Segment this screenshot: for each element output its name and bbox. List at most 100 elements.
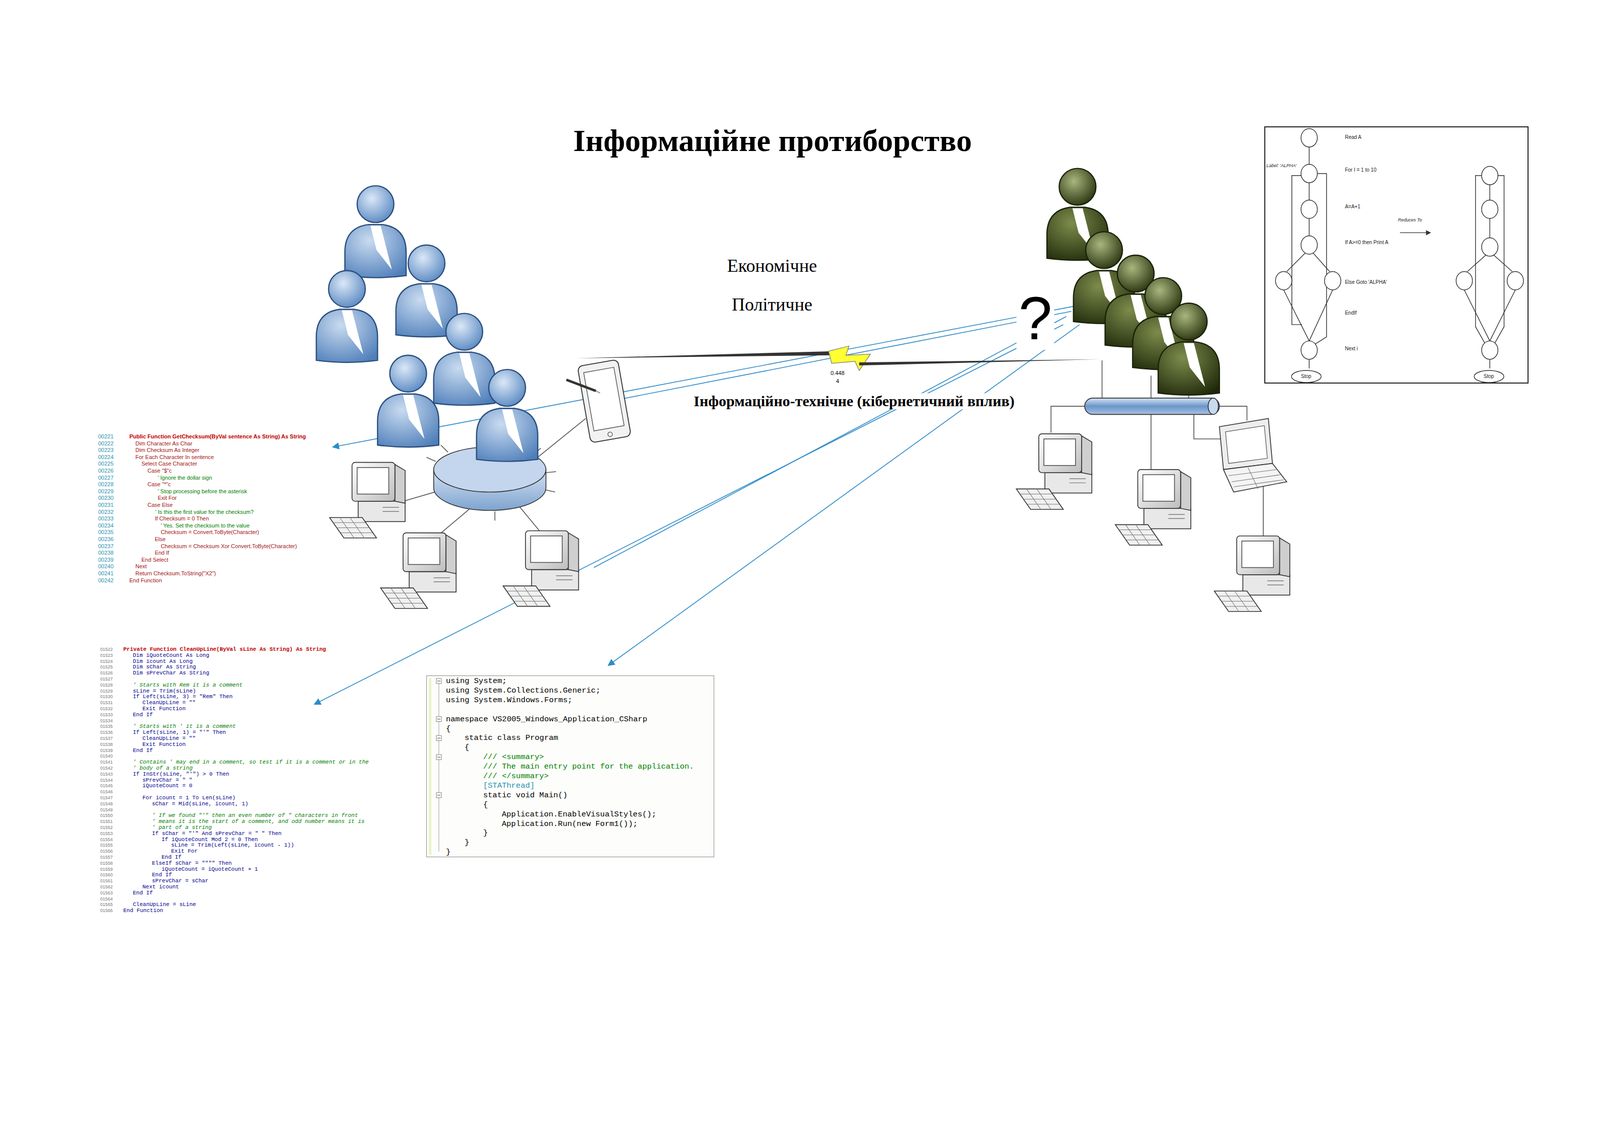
code-line: Next icount [142, 884, 180, 891]
flowchart-drawing-part-part [1494, 175, 1504, 344]
code-line: Dim Checksum As Integer [135, 447, 200, 454]
line-number: 01546 [100, 789, 113, 795]
change-bar [428, 677, 432, 855]
code-line: If sChar = "'" And sPrevChar = " " Then [151, 830, 282, 837]
line-number: 01533 [100, 712, 113, 718]
flowchart-drawing-part-part [1309, 289, 1333, 341]
code-panel: using System;using System.Collections.Ge… [426, 675, 715, 858]
flowchart-drawing-part-part [1489, 289, 1516, 341]
code-line: ' Starts with ' it is a comment [132, 724, 237, 731]
flowchart-drawing-part-part [1308, 359, 1310, 369]
code-line: sChar = Mid(sLine, icount, 1) [151, 801, 249, 808]
flowchart-drawing-part-part [1291, 175, 1303, 325]
left-network-part-part [426, 457, 436, 462]
flowchart-drawing-part-part [1308, 182, 1310, 200]
code-line: Private Function CleanUpLine(ByVal sLine… [123, 646, 327, 653]
flowchart-drawing-part-part [1467, 255, 1486, 272]
attack-lines-part [314, 324, 1063, 705]
right-network-part-part [1219, 418, 1273, 470]
question-mark: ? [1016, 286, 1055, 350]
code-line: Application.Run(new Form1()); [501, 819, 638, 828]
line-number: 00225 [98, 461, 114, 468]
code-line: { [464, 743, 470, 752]
line-number: 01566 [100, 908, 113, 913]
code-line: [STAThread] [483, 781, 535, 790]
code-line: Case "*"c [147, 481, 171, 488]
code-line: If InStr(sLine, "'") > 0 Then [132, 771, 230, 778]
flowchart-step: A=A+1 [1344, 204, 1361, 210]
line-number: 01550 [100, 813, 113, 819]
influence-type: Інформаційно-технічне (кібернетичний впл… [691, 393, 1017, 410]
code-line: End If [132, 747, 154, 754]
left-network-part-part [440, 444, 448, 452]
right-network-part-part [1150, 375, 1152, 399]
flowchart-drawing-part [1507, 271, 1524, 290]
flowchart-panel: Read ALabel: 'ALPHA'For I = 1 to 10A=A+1… [1264, 126, 1529, 384]
line-number: 01522 [100, 647, 113, 652]
lightning-link-part [859, 359, 1100, 366]
code-line: For Each Character In sentence [135, 454, 214, 461]
line-number: 01558 [100, 861, 113, 866]
code-line: CleanUpLine = sLine [132, 902, 196, 909]
flowchart-step: If A>=0 then Print A [1344, 240, 1389, 246]
fold-box [436, 678, 442, 684]
fold-line [438, 680, 440, 852]
right-network-part-part [1233, 479, 1284, 487]
line-number: 01523 [100, 653, 113, 658]
code-line: static void Main() [483, 791, 568, 800]
code-line: } [464, 838, 470, 847]
left-people-part [344, 185, 407, 278]
line-number: 00224 [98, 454, 114, 461]
right-network [1016, 360, 1290, 612]
arrow-label: Reduces To [1398, 217, 1423, 223]
code-line: Else [154, 536, 166, 543]
code-line: Dim icount As Long [132, 658, 193, 665]
fold-minus [437, 718, 441, 720]
line-number: 01554 [100, 837, 113, 843]
flowchart-drawing-part [1481, 199, 1498, 219]
title: Інформаційне протиборство [573, 124, 972, 158]
code-line: Case Else [147, 502, 173, 509]
code-line: Exit Function [142, 741, 186, 748]
code-line: End Function [123, 907, 164, 914]
code-line: ' part of a string [151, 824, 212, 831]
line-number: 00222 [98, 440, 114, 447]
line-number: 00221 [98, 433, 114, 440]
code-line: Select Case Character [141, 461, 198, 468]
flowchart-drawing-part [1301, 128, 1318, 148]
flowchart-step: EndIf [1344, 310, 1357, 317]
line-number: 00230 [98, 495, 114, 502]
code-line: iQuoteCount = iQuoteCount + 1 [161, 866, 258, 873]
line-number: 01538 [100, 742, 113, 747]
right-people [1046, 168, 1220, 396]
code-line: If Left(sLine, 3) = "Rem" Then [132, 694, 233, 701]
flowchart-drawing [1275, 128, 1524, 369]
code-line: Dim sChar As String [132, 664, 196, 671]
fold-minus [437, 756, 441, 758]
code-line: using System.Collections.Generic; [445, 686, 601, 695]
flowchart-drawing-part [1301, 340, 1318, 360]
code-line: using System.Windows.Forms; [445, 696, 573, 705]
attack-lines-part [607, 324, 1080, 666]
code-line: { [445, 724, 451, 733]
code-line: Next [135, 564, 147, 571]
code-line: sLine = Trim(sLine) [132, 688, 196, 695]
code-line: } [483, 828, 488, 837]
code-line: ' Stop processing before the asterisk [157, 488, 248, 495]
flowchart-drawing-part-part [1400, 232, 1431, 234]
line-number: 01557 [100, 855, 113, 860]
code-line: ' If we found "'" then an even number of… [151, 813, 358, 820]
flowchart-drawing-part-part [1313, 253, 1330, 272]
code-line: ' Ignore the dollar sign [157, 475, 212, 482]
flowchart-drawing-part-part [1308, 218, 1310, 236]
signal-value: 4 [833, 378, 842, 385]
line-number: 01524 [100, 659, 113, 664]
code-line: ' Is this the first value for the checks… [155, 509, 254, 516]
line-number: 01549 [100, 807, 113, 813]
line-number: 00239 [98, 557, 114, 564]
line-number: 01535 [100, 724, 113, 730]
flowchart-drawing-part-part [1489, 218, 1490, 239]
left-network-part-part [583, 367, 625, 431]
line-number: 01526 [100, 670, 113, 676]
